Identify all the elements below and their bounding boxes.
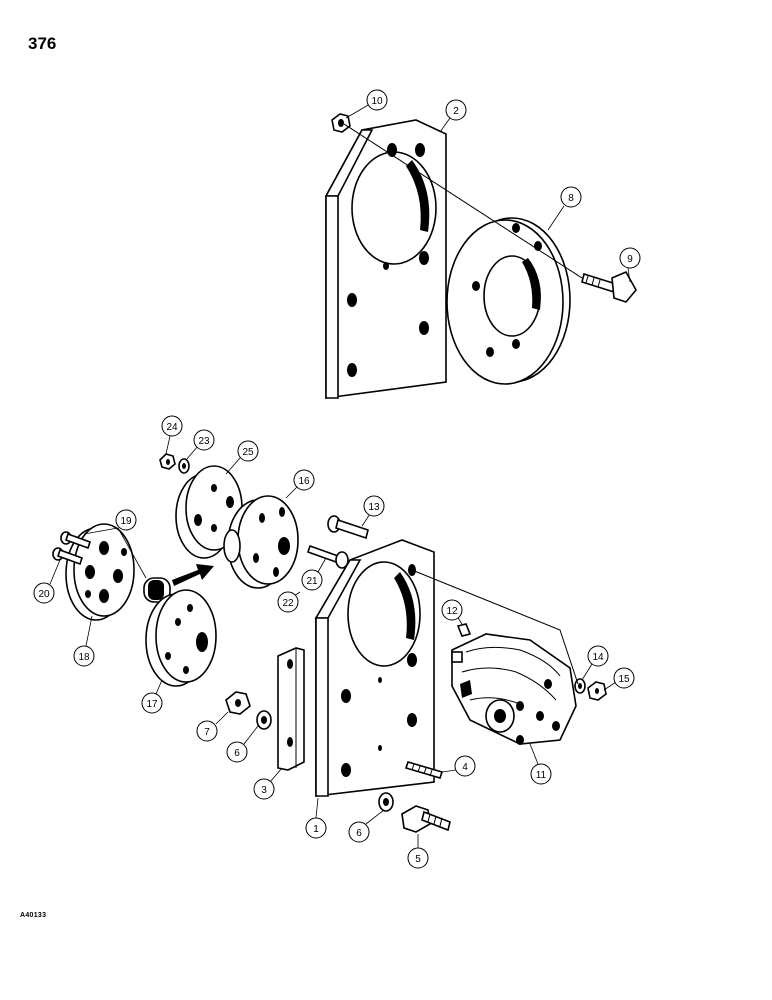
assembly-direction-arrow [172, 564, 214, 586]
svg-text:13: 13 [368, 502, 380, 513]
callout-23: 23 [185, 429, 215, 461]
svg-text:16: 16 [298, 476, 310, 487]
callout-25: 25 [225, 440, 259, 475]
svg-text:22: 22 [282, 598, 294, 609]
callout-6-upper: 6 [226, 725, 259, 763]
svg-text:6: 6 [234, 748, 240, 759]
coupling-half-25 [175, 465, 243, 559]
bolt-13 [327, 515, 369, 540]
retainer-ring-8 [446, 217, 571, 385]
svg-text:23: 23 [198, 436, 210, 447]
callout-16: 16 [285, 469, 315, 499]
callout-6-lower: 6 [348, 809, 385, 843]
callout-10: 10 [345, 89, 388, 119]
callout-17: 17 [141, 679, 163, 714]
callout-19: 19 [83, 509, 147, 579]
svg-text:17: 17 [146, 699, 158, 710]
washer-6-lower [378, 792, 394, 812]
svg-text:7: 7 [204, 727, 210, 738]
callout-14: 14 [581, 645, 609, 681]
dowel-pin-4 [404, 761, 444, 779]
callout-8: 8 [547, 186, 582, 231]
callout-12: 12 [441, 599, 463, 625]
svg-text:8: 8 [568, 193, 574, 204]
washer-6-upper [256, 710, 272, 730]
page-number: 376 [28, 34, 57, 53]
bolt-5 [401, 805, 451, 833]
coupling-insert-19 [143, 577, 171, 603]
nut-24 [159, 453, 176, 470]
svg-text:3: 3 [261, 785, 267, 796]
coupling-half-17 [145, 589, 217, 687]
nut-10 [331, 113, 351, 133]
washer-23 [178, 458, 190, 474]
callout-13: 13 [361, 495, 385, 527]
hydraulic-pump-11 [451, 633, 577, 745]
svg-text:4: 4 [462, 762, 468, 773]
callout-15: 15 [603, 667, 635, 691]
svg-text:24: 24 [166, 422, 178, 433]
callout-7: 7 [196, 711, 229, 742]
callout-3: 3 [253, 767, 283, 800]
callout-5: 5 [407, 834, 429, 869]
bolt-9 [581, 270, 637, 303]
svg-text:21: 21 [306, 576, 318, 587]
figure-code: A40133 [20, 912, 47, 919]
nut-15 [587, 681, 607, 701]
callout-21: 21 [301, 557, 327, 591]
strap-3 [277, 647, 305, 771]
svg-text:10: 10 [371, 96, 383, 107]
mounting-plate-upper [324, 119, 447, 399]
svg-text:11: 11 [536, 770, 547, 781]
svg-text:5: 5 [415, 854, 421, 865]
bolt-21 [306, 544, 349, 569]
callout-4: 4 [441, 755, 476, 777]
callout-18: 18 [73, 615, 95, 667]
svg-text:6: 6 [356, 828, 362, 839]
svg-text:14: 14 [592, 652, 604, 663]
washer-14 [574, 678, 586, 694]
bolts-20 [52, 531, 92, 566]
svg-text:12: 12 [446, 606, 458, 617]
callout-22: 22 [277, 591, 301, 613]
callout-1: 1 [305, 797, 327, 839]
callout-24: 24 [161, 415, 183, 455]
callout-20: 20 [33, 559, 61, 604]
key-12 [456, 623, 472, 637]
svg-text:20: 20 [38, 589, 50, 600]
svg-text:19: 19 [120, 516, 132, 527]
svg-text:25: 25 [242, 447, 254, 458]
coupling-hub-16 [223, 495, 299, 589]
callout-11: 11 [529, 743, 552, 785]
mounting-plate-lower [314, 539, 435, 797]
svg-text:1: 1 [313, 824, 319, 835]
svg-text:9: 9 [627, 254, 633, 265]
svg-text:15: 15 [618, 674, 630, 685]
callout-2: 2 [439, 99, 467, 133]
svg-text:2: 2 [453, 106, 459, 117]
callout-9: 9 [619, 247, 641, 283]
nut-7 [225, 691, 251, 715]
svg-text:18: 18 [78, 652, 90, 663]
